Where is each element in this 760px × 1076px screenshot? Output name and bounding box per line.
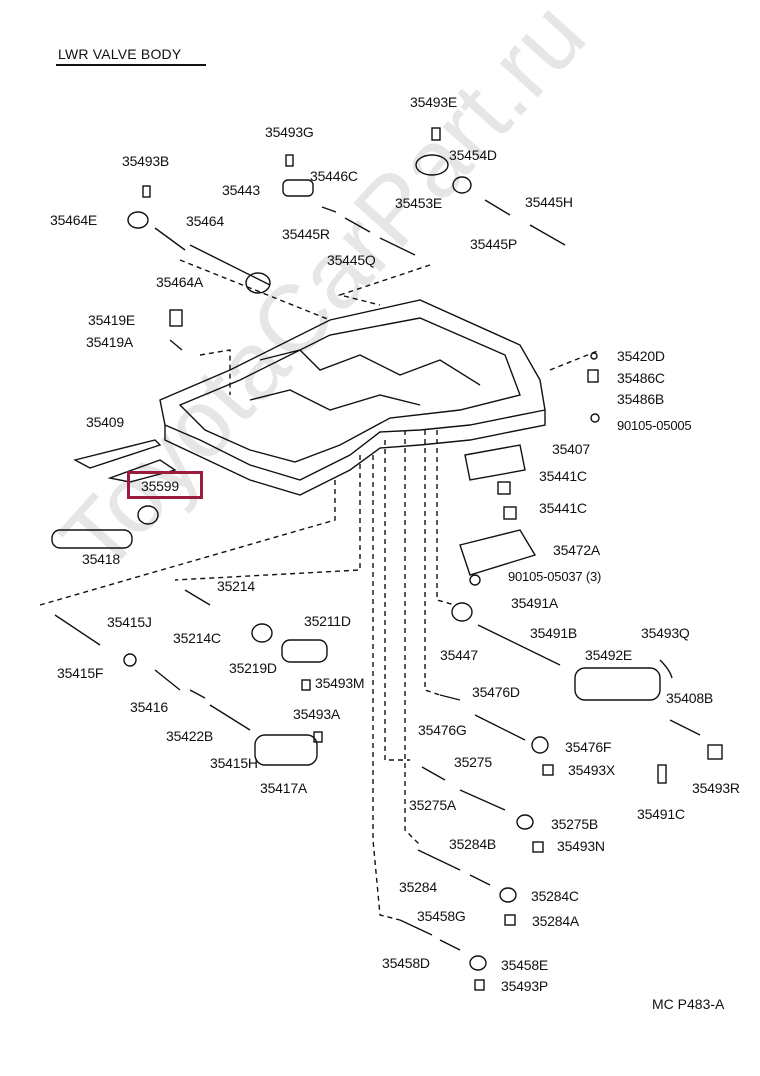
part-label-35493g[interactable]: 35493G [265,124,314,140]
part-label-35416[interactable]: 35416 [130,699,168,715]
part-label-35453e[interactable]: 35453E [395,195,443,211]
part-label-35284c[interactable]: 35284C [531,888,579,904]
valve-35418 [51,529,133,549]
part-label-35214[interactable]: 35214 [217,578,255,594]
part-label-35599[interactable]: 35599 [141,478,179,494]
part-label-35415f[interactable]: 35415F [57,665,104,681]
part-label-35493e[interactable]: 35493E [410,94,458,110]
part-label-35441c-lower[interactable]: 35441C [539,500,587,516]
valve-body-plate-inner [178,317,521,463]
part-label-35491b[interactable]: 35491B [530,625,578,641]
part-label-35445r[interactable]: 35445R [282,226,330,242]
part-label-35476g[interactable]: 35476G [418,722,467,738]
part-label-35464e[interactable]: 35464E [50,212,98,228]
part-label-35458d[interactable]: 35458D [382,955,430,971]
part-label-35284b[interactable]: 35284B [449,836,497,852]
part-label-35472a[interactable]: 35472A [553,542,601,558]
part-label-35493q[interactable]: 35493Q [641,625,690,641]
part-label-35492e[interactable]: 35492E [585,647,633,663]
part-label-35458e[interactable]: 35458E [501,957,549,973]
part-label-35493a[interactable]: 35493A [293,706,341,722]
part-label-35275b[interactable]: 35275B [551,816,599,832]
part-label-35464a[interactable]: 35464A [156,274,204,290]
plug-35493b [142,185,151,198]
part-label-35441c-upper[interactable]: 35441C [539,468,587,484]
part-label-35445h[interactable]: 35445H [525,194,573,210]
part-label-35493m[interactable]: 35493M [315,675,365,691]
part-label-35458g[interactable]: 35458G [417,908,466,924]
part-label-35493x[interactable]: 35493X [568,762,616,778]
part-label-35418[interactable]: 35418 [82,551,120,567]
part-label-35420d[interactable]: 35420D [617,348,665,364]
part-label-35486b[interactable]: 35486B [617,391,665,407]
part-label-35417a[interactable]: 35417A [260,780,308,796]
part-label-35493b[interactable]: 35493B [122,153,170,169]
plug-35493e [431,127,441,141]
part-label-35284[interactable]: 35284 [399,879,437,895]
part-label-35493r[interactable]: 35493R [692,780,740,796]
part-label-35491a[interactable]: 35491A [511,595,559,611]
part-label-90105-05005[interactable]: 90105-05005 [617,418,692,433]
part-label-35408b[interactable]: 35408B [666,690,714,706]
sleeve-35211d [281,639,328,663]
part-label-35491c[interactable]: 35491C [637,806,685,822]
part-label-35407[interactable]: 35407 [552,441,590,457]
part-label-35464[interactable]: 35464 [186,213,224,229]
part-label-35419a[interactable]: 35419A [86,334,134,350]
diagram-title: LWR VALVE BODY [58,46,182,62]
sleeve-35492e [574,667,661,701]
part-label-35415h[interactable]: 35415H [210,755,258,771]
part-label-35493n[interactable]: 35493N [557,838,605,854]
part-label-35443[interactable]: 35443 [222,182,260,198]
part-label-35409[interactable]: 35409 [86,414,124,430]
sleeve-35454d [415,154,449,176]
sleeve-35417a [254,734,318,766]
bracket-35472a [459,529,537,576]
valve-body-plate-edge [164,410,546,496]
drawing-code: MC P483-A [652,996,725,1012]
plate-35407 [464,444,526,481]
part-label-35493p[interactable]: 35493P [501,978,549,994]
part-label-35275[interactable]: 35275 [454,754,492,770]
part-label-35214c[interactable]: 35214C [173,630,221,646]
part-label-35445p[interactable]: 35445P [470,236,518,252]
title-underline [56,64,206,66]
part-label-35284a[interactable]: 35284A [532,913,580,929]
part-label-35445q[interactable]: 35445Q [327,252,376,268]
part-label-35219d[interactable]: 35219D [229,660,277,676]
part-label-35422b[interactable]: 35422B [166,728,214,744]
part-label-35419e[interactable]: 35419E [88,312,136,328]
valve-body-plate [159,299,546,481]
part-label-35211d[interactable]: 35211D [304,613,351,629]
highlight-box-35599 [127,471,203,499]
part-label-35415j[interactable]: 35415J [107,614,152,630]
part-label-35486c[interactable]: 35486C [617,370,665,386]
part-label-35447[interactable]: 35447 [440,647,478,663]
part-label-35476f[interactable]: 35476F [565,739,612,755]
plug-35493g [285,154,294,167]
part-label-35454d[interactable]: 35454D [449,147,497,163]
part-label-35275a[interactable]: 35275A [409,797,457,813]
part-label-90105-05037[interactable]: 90105-05037 (3) [508,569,602,584]
part-label-35446c[interactable]: 35446C [310,168,358,184]
part-label-35476d[interactable]: 35476D [472,684,520,700]
